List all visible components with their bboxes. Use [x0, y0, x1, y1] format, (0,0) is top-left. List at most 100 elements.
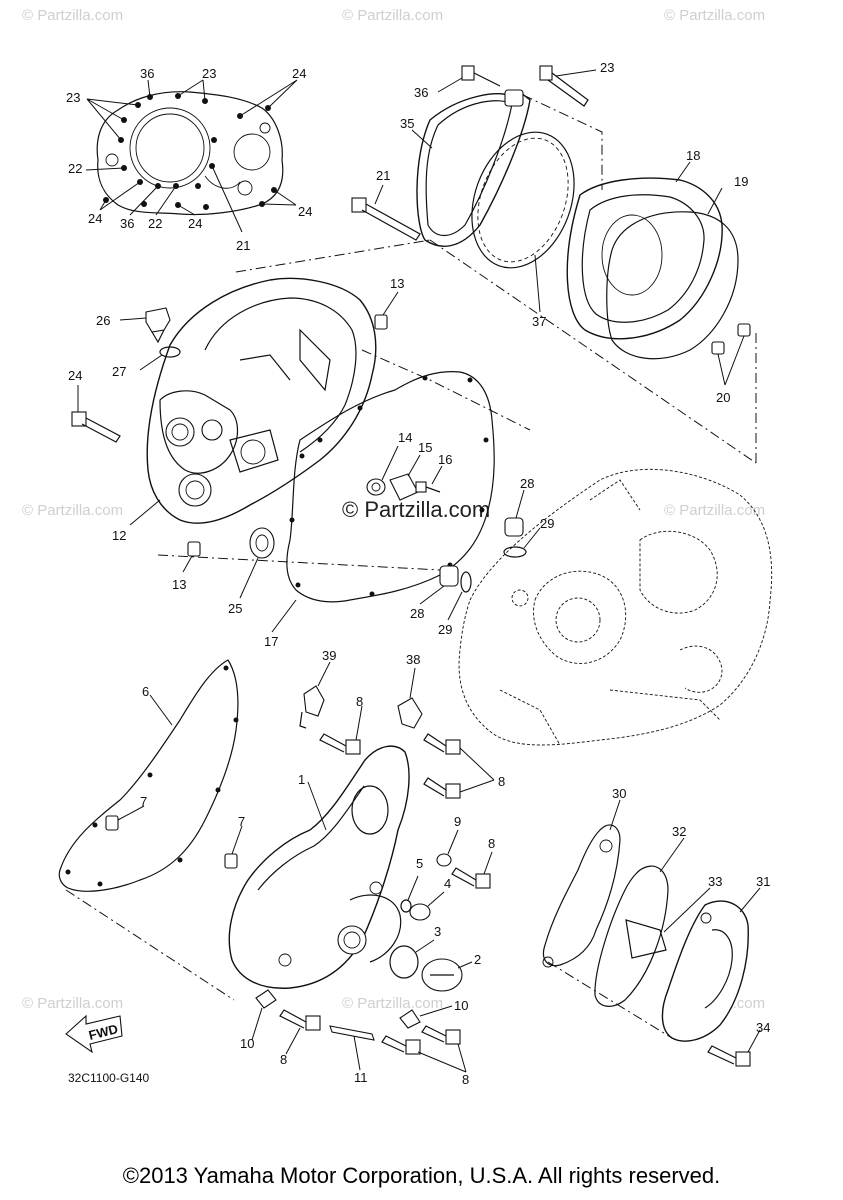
watermarks: © Partzilla.com © Partzilla.com © Partzi…: [22, 7, 765, 1012]
callout-25: 25: [228, 601, 242, 616]
callout-1: 1: [298, 772, 305, 787]
callout-6: 6: [142, 684, 149, 699]
callout-21: 21: [376, 168, 390, 183]
bolt-8-c: [423, 747, 495, 799]
callout-16: 16: [438, 452, 452, 467]
bolt-8-g: [417, 1025, 467, 1073]
fwd-label: FWD: [87, 1021, 119, 1043]
callout-4: 4: [444, 876, 451, 891]
callout-30: 30: [612, 786, 626, 801]
callout-8: 8: [356, 694, 363, 709]
callout-35: 35: [400, 116, 414, 131]
callout-17: 17: [264, 634, 278, 649]
cover-32: [594, 837, 685, 1007]
callout-36: 36: [414, 85, 428, 100]
oring-29-upper: [503, 527, 541, 558]
callout-8: 8: [488, 836, 495, 851]
callout-18: 18: [686, 148, 700, 163]
callout-26: 26: [96, 313, 110, 328]
callout-34: 34: [756, 1020, 770, 1035]
callout-27: 27: [112, 364, 126, 379]
bolt-36: [437, 65, 501, 93]
callout-labels: 23 36 23 24 22 24 36 22 24 21 24 36 23 3…: [66, 60, 770, 1087]
callout-11: 11: [354, 1070, 368, 1085]
diagram-code: 32C1100-G140: [68, 1071, 149, 1085]
bolt-34: [707, 1029, 761, 1067]
callout-39: 39: [322, 648, 336, 663]
fwd-arrow-icon: FWD: [65, 1014, 123, 1054]
bolt-8-f: [381, 1035, 421, 1055]
callout-36: 36: [120, 216, 134, 231]
guard-30: [542, 799, 621, 968]
plate-33: [625, 887, 711, 959]
oring-5: [400, 875, 419, 913]
callout-9: 9: [454, 814, 461, 829]
crankcase-cover-12: [71, 277, 531, 599]
callout-7: 7: [238, 814, 245, 829]
callout-37: 37: [532, 314, 546, 329]
callout-13: 13: [172, 577, 186, 592]
seal-14: [366, 445, 399, 496]
callout-8: 8: [498, 774, 505, 789]
callout-31: 31: [756, 874, 770, 889]
watermark: © Partzilla.com: [22, 502, 123, 519]
callout-29: 29: [540, 516, 554, 531]
watermark-center: © Partzilla.com: [342, 497, 490, 522]
plate-15: [389, 454, 421, 501]
callout-10: 10: [240, 1036, 254, 1051]
plug-4: [409, 891, 445, 921]
guide-39: [299, 661, 331, 729]
dowel-28-upper: [504, 489, 525, 537]
callout-22: 22: [148, 216, 162, 231]
callout-24: 24: [88, 211, 102, 226]
callout-24: 24: [298, 204, 312, 219]
bearing-25: [239, 527, 275, 599]
copyright-footer: ©2013 Yamaha Motor Corporation, U.S.A. A…: [122, 1163, 721, 1188]
cover-bolt-layout: [85, 79, 298, 233]
callout-24: 24: [188, 216, 202, 231]
plug-2: [421, 958, 473, 992]
callout-13: 13: [390, 276, 404, 291]
callout-10: 10: [454, 998, 468, 1013]
watermark: © Partzilla.com: [664, 502, 765, 519]
plug-26: [119, 307, 171, 344]
watermark: © Partzilla.com: [22, 7, 123, 24]
guide-10-left: [251, 989, 277, 1041]
watermark: © Partzilla.com: [22, 995, 123, 1012]
watermark: © Partzilla.com: [342, 995, 443, 1012]
callout-22: 22: [68, 161, 82, 176]
crankcase: [458, 468, 773, 746]
guide-10-right: [399, 1005, 453, 1029]
gasket-6: [58, 659, 239, 892]
callout-20: 20: [716, 390, 730, 405]
dowel-7-right: [224, 825, 243, 869]
bolt-8-a: [319, 705, 363, 755]
callout-7: 7: [140, 794, 147, 809]
callout-28: 28: [410, 606, 424, 621]
oring-29-lower: [447, 571, 472, 621]
callout-33: 33: [708, 874, 722, 889]
bolt-8-d: [451, 851, 493, 889]
bolt-21: [351, 184, 421, 241]
callout-38: 38: [406, 652, 420, 667]
gasket-17: [271, 370, 495, 633]
callout-24: 24: [68, 368, 82, 383]
callout-15: 15: [418, 440, 432, 455]
callout-28: 28: [520, 476, 534, 491]
callout-3: 3: [434, 924, 441, 939]
plate-11: [329, 1025, 375, 1071]
clamp-38: [397, 667, 423, 729]
callout-5: 5: [416, 856, 423, 871]
callout-19: 19: [734, 174, 748, 189]
callout-14: 14: [398, 430, 412, 445]
clutch-cover-group: [235, 65, 757, 464]
callout-32: 32: [672, 824, 686, 839]
callout-24: 24: [292, 66, 306, 81]
dowel-28-lower: [419, 565, 459, 605]
callout-12: 12: [112, 528, 126, 543]
callout-23: 23: [600, 60, 614, 75]
callout-36: 36: [140, 66, 154, 81]
callout-2: 2: [474, 952, 481, 967]
cover-31: [661, 887, 761, 1042]
